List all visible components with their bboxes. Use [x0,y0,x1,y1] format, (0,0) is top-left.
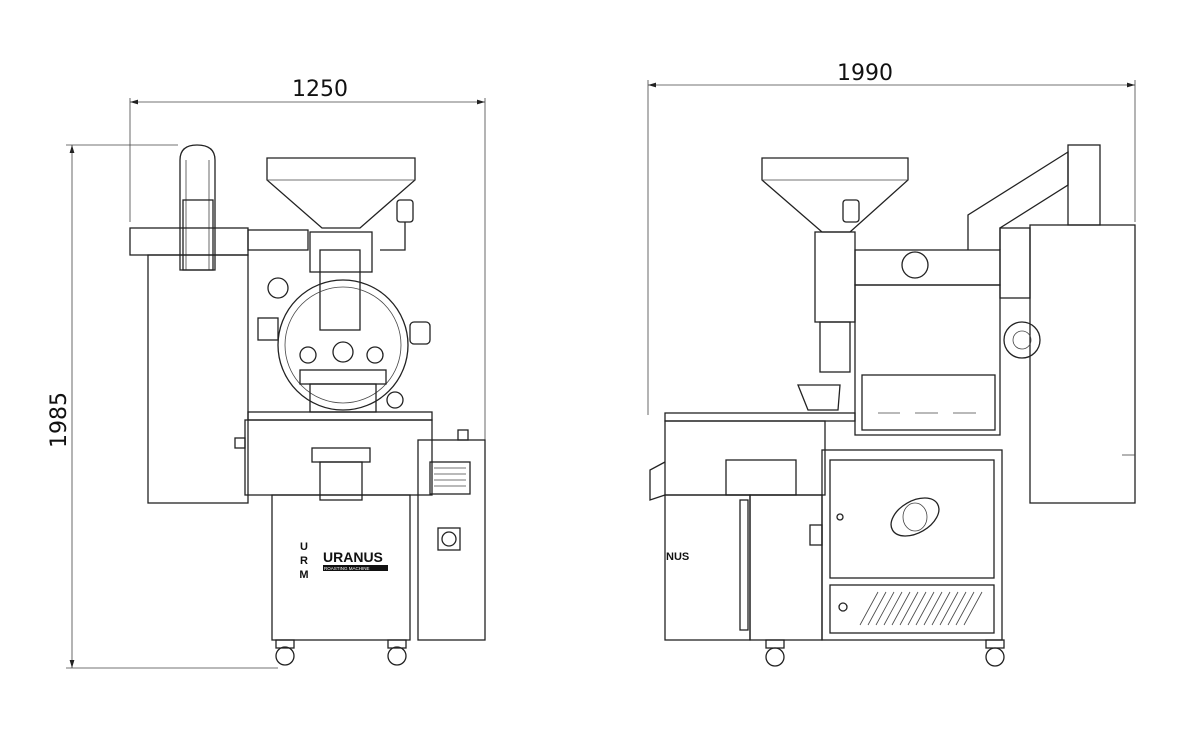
side-view: NUS [649,144,1136,667]
front-width-label: 1250 [292,77,348,102]
vent-slot [899,591,919,626]
vent-slot [867,591,887,626]
vent-slot [875,591,895,626]
vent-slot [947,591,967,626]
side-width-dimension: 1990 [647,61,1136,415]
vent-slot [939,591,959,626]
logo-letter-r: R [300,555,308,567]
front-width-dimension: 1250 [129,77,486,445]
logo-letter-m: M [299,569,308,581]
brand-name: URANUS [323,549,383,565]
side-width-label: 1990 [837,61,893,86]
vent-slot [915,591,935,626]
logo-letter-u: U [300,541,308,553]
front-view [129,144,486,666]
brand-tagline: ROASTING MACHINE [324,566,370,571]
vent-slot [883,591,903,626]
side-brand-partial: NUS [666,551,689,563]
vent-slot [923,591,943,626]
vent-slot [963,591,983,626]
vent-slot [931,591,951,626]
height-label: 1985 [47,392,72,448]
uranus-logo: U R M URANUS ROASTING MACHINE [299,541,388,581]
vent-slot [859,591,879,626]
vent-slot [907,591,927,626]
vent-slot [891,591,911,626]
vent-slot [955,591,975,626]
height-dimension: 1985 [47,144,278,669]
